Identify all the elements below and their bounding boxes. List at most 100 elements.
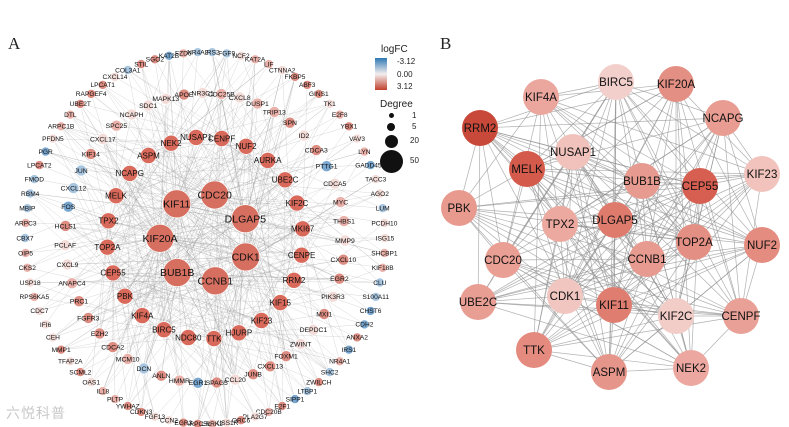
edge-a	[108, 220, 142, 412]
edge-a	[163, 138, 222, 330]
edge-a	[245, 179, 286, 257]
edge-b	[477, 301, 692, 369]
edge-a	[52, 138, 143, 316]
node-circle	[705, 100, 741, 136]
node-circle	[164, 415, 174, 426]
node-circle	[673, 350, 709, 386]
node-label: CXCL17	[90, 136, 116, 143]
degree-dot-1	[389, 113, 394, 118]
node-circle	[290, 394, 300, 404]
node-b-aspm: ASPM	[591, 354, 627, 390]
node-circle	[75, 367, 86, 377]
node-circle	[318, 308, 331, 320]
node-a-lif: LIF	[263, 59, 274, 69]
edge-a	[39, 164, 117, 196]
edge-b	[564, 244, 763, 297]
node-circle	[380, 233, 390, 243]
node-a-lum: LUM	[376, 203, 390, 213]
node-circle	[22, 203, 33, 213]
node-circle	[99, 238, 116, 256]
edge-a	[282, 179, 286, 407]
node-label: SGO2	[146, 57, 165, 64]
edge-a	[163, 329, 256, 417]
node-a-fgf13: FGF13	[145, 411, 165, 422]
node-circle	[338, 215, 350, 227]
node-circle	[298, 129, 310, 142]
edge-a	[245, 256, 330, 373]
node-label: LUM	[376, 206, 390, 213]
edge-b	[533, 96, 542, 351]
node-a-cenpf: CENPF	[208, 130, 235, 147]
node-circle	[277, 401, 288, 411]
node-label: DLGAP5	[592, 215, 637, 227]
edge-a	[177, 179, 286, 273]
node-a-cdk1: CDK1	[231, 242, 260, 272]
panel-a-label: A	[8, 34, 21, 53]
node-label: NUSAP1	[180, 133, 213, 142]
node-circle	[100, 212, 117, 230]
node-circle	[61, 258, 74, 271]
node-circle	[294, 220, 311, 238]
node-a-aspm: ASPM	[137, 147, 160, 164]
node-label: CDK1	[232, 252, 260, 264]
node-label: CXCL12	[61, 186, 87, 193]
edge-b	[526, 168, 763, 246]
node-label: ORC6	[232, 418, 251, 425]
node-circle	[379, 248, 390, 258]
node-a-irs2: IRS2	[205, 47, 220, 58]
node-circle	[237, 138, 255, 155]
node-circle	[744, 227, 780, 263]
edge-b	[572, 151, 610, 373]
node-label: MELK	[105, 192, 127, 201]
node-label: NR4A1	[329, 359, 351, 366]
node-label: DCN	[137, 366, 152, 373]
node-circle	[597, 202, 633, 238]
edge-a	[90, 153, 178, 273]
node-label: TPX2	[98, 217, 119, 226]
edge-b	[458, 207, 677, 317]
node-a-ccl20: CCL20	[225, 373, 246, 386]
node-label: SHC2	[321, 369, 339, 376]
node-label: PCLAF	[54, 243, 76, 250]
edge-a	[80, 170, 114, 273]
node-label: KIF18B	[372, 265, 395, 272]
node-a-rps6ka5: RPS6KA5	[19, 292, 49, 302]
node-label: LPCAT1	[90, 82, 115, 89]
node-label: DLGAP5	[225, 213, 267, 225]
node-label: DEPDC1	[300, 327, 328, 334]
edge-a	[107, 93, 319, 248]
node-label: CXCL8	[229, 95, 251, 102]
node-label: CCL20	[225, 377, 246, 384]
node-label: CTNNA2	[269, 67, 296, 74]
node-a-clu: CLU	[373, 277, 387, 288]
node-a-orc6: ORC6	[232, 415, 251, 426]
node-circle	[104, 264, 122, 282]
node-label: RPS6KA5	[19, 294, 49, 301]
edge-b	[526, 117, 724, 170]
node-b-pbk: PBK	[441, 190, 477, 226]
edge-a	[73, 188, 114, 273]
node-circle	[110, 72, 120, 82]
edge-a	[280, 302, 358, 338]
edge-a	[213, 256, 246, 339]
node-circle	[344, 344, 354, 355]
edge-b	[540, 96, 763, 175]
edge-a	[27, 267, 262, 321]
edge-b	[477, 185, 701, 303]
node-a-kat2a: KAT2A	[245, 54, 266, 65]
edge-a	[176, 146, 247, 204]
node-label: MCM10	[116, 356, 140, 363]
edge-a	[177, 52, 198, 273]
node-circle	[75, 99, 86, 109]
node-a-nr4a1: NR4A1	[329, 356, 351, 367]
edge-a	[214, 194, 344, 260]
node-a-irs1: IRS1	[342, 344, 357, 355]
node-label: SHCBP1	[371, 250, 398, 257]
node-circle	[215, 88, 228, 100]
node-circle	[229, 373, 241, 386]
node-circle	[150, 411, 160, 422]
node-circle	[591, 354, 627, 390]
node-a-pgr: PGR	[38, 146, 53, 157]
node-a-vav3: VAV3	[349, 133, 365, 144]
node-circle	[233, 91, 246, 104]
